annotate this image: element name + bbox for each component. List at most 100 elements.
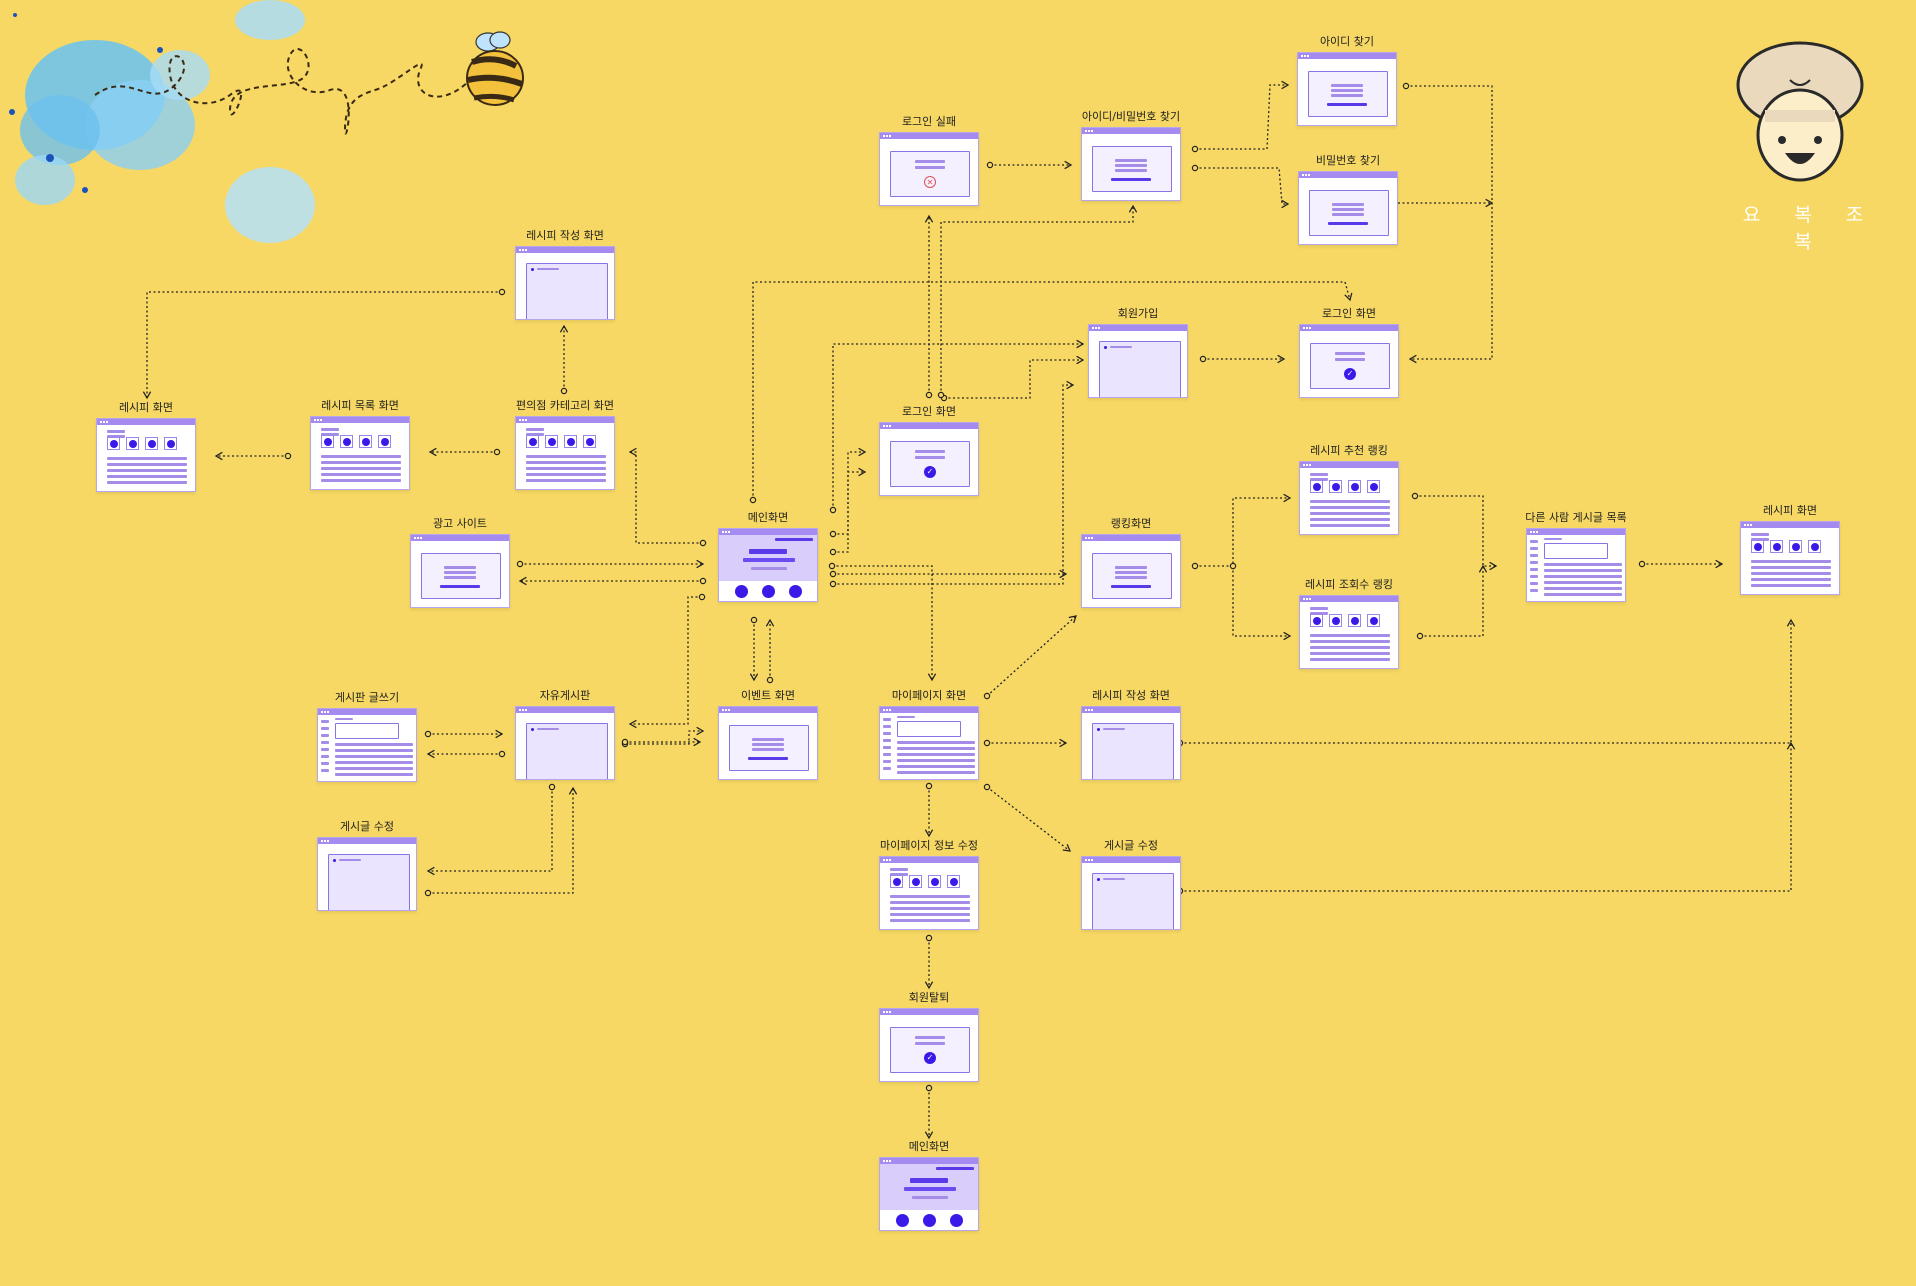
window-titlebar bbox=[880, 133, 978, 139]
header-line bbox=[890, 873, 908, 876]
screen-thumbnail bbox=[1081, 534, 1181, 608]
bullet-icon bbox=[531, 268, 534, 271]
decoration bbox=[9, 0, 524, 243]
text-line bbox=[335, 773, 413, 776]
hero-title bbox=[910, 1178, 948, 1183]
text-line bbox=[1332, 203, 1364, 206]
form-title bbox=[339, 859, 361, 861]
check-icon: ✓ bbox=[1344, 368, 1356, 380]
text-line bbox=[1544, 575, 1622, 578]
node-label: 아이디/비밀번호 찾기 bbox=[1081, 110, 1181, 123]
text-line bbox=[1310, 658, 1390, 661]
text-line bbox=[897, 741, 975, 744]
item-icon bbox=[911, 877, 920, 886]
item-tile bbox=[126, 437, 139, 450]
window-titlebar bbox=[880, 423, 978, 429]
content-panel bbox=[1309, 190, 1389, 236]
header-line bbox=[1310, 478, 1328, 481]
text-line bbox=[897, 765, 975, 768]
node-label: 레시피 추천 랭킹 bbox=[1310, 444, 1388, 457]
node-label: 이벤트 화면 bbox=[740, 689, 796, 702]
connector-start-dot bbox=[829, 580, 837, 588]
text-line bbox=[1331, 94, 1363, 97]
text-line bbox=[1751, 566, 1831, 569]
text-line bbox=[1310, 512, 1390, 515]
text-line bbox=[1310, 634, 1390, 637]
screen-thumbnail bbox=[515, 246, 615, 320]
dialog-panel: ✓ bbox=[1310, 343, 1390, 389]
text-line bbox=[1115, 566, 1147, 569]
text-line bbox=[1544, 581, 1622, 584]
node-ad-site: 광고 사이트 bbox=[410, 517, 510, 608]
node-label: 마이페이지 정보 수정 bbox=[879, 839, 979, 852]
screen-thumbnail bbox=[1299, 595, 1399, 669]
title-line bbox=[1544, 538, 1562, 540]
form-panel bbox=[1092, 723, 1174, 779]
node-withdraw: 회원탈퇴✓ bbox=[879, 991, 979, 1082]
window-titlebar bbox=[880, 1158, 978, 1164]
connector-start-dot bbox=[699, 577, 707, 585]
connector-start-dot bbox=[516, 560, 524, 568]
item-tile bbox=[947, 875, 960, 888]
sidebar-line bbox=[1530, 568, 1538, 571]
item-icon bbox=[1791, 542, 1800, 551]
text-line bbox=[890, 913, 970, 916]
item-icon bbox=[1350, 616, 1359, 625]
item-icon bbox=[342, 437, 351, 446]
item-tile bbox=[359, 435, 372, 448]
item-tile bbox=[545, 435, 558, 448]
item-tile bbox=[1348, 480, 1361, 493]
screen-thumbnail bbox=[1081, 127, 1181, 201]
text-line bbox=[335, 761, 413, 764]
text-line bbox=[444, 566, 476, 569]
connector-arrow bbox=[625, 726, 705, 745]
error-icon: ✕ bbox=[924, 176, 936, 188]
item-tile bbox=[1329, 614, 1342, 627]
connector-start-dot bbox=[560, 387, 568, 395]
window-titlebar bbox=[411, 535, 509, 541]
node-label: 로그인 화면 bbox=[1321, 307, 1377, 320]
node-label: 편의점 카테고리 화면 bbox=[515, 399, 615, 412]
window-titlebar bbox=[1741, 522, 1839, 528]
screen-thumbnail bbox=[1526, 528, 1626, 602]
node-recipe-write-mid: 레시피 작성 화면 bbox=[1081, 689, 1181, 780]
node-label: 마이페이지 화면 bbox=[891, 689, 967, 702]
header-line bbox=[1310, 473, 1328, 476]
node-free-board: 자유게시판 bbox=[515, 689, 615, 780]
node-rec-ranking: 레시피 추천 랭킹 bbox=[1299, 444, 1399, 535]
connector-start-dot bbox=[1416, 632, 1424, 640]
sidebar-line bbox=[1530, 547, 1538, 550]
item-tile bbox=[1751, 540, 1764, 553]
node-label: 메인화면 bbox=[908, 1140, 950, 1153]
bullet-icon bbox=[1097, 728, 1100, 731]
content-panel bbox=[1308, 71, 1388, 117]
connector-start-dot bbox=[983, 739, 991, 747]
text-line bbox=[752, 748, 784, 751]
item-icon bbox=[892, 877, 901, 886]
text-line bbox=[1310, 506, 1390, 509]
text-line bbox=[1544, 563, 1622, 566]
node-recipe-list: 레시피 목록 화면 bbox=[310, 399, 410, 490]
header-line bbox=[890, 868, 908, 871]
title-line bbox=[335, 718, 353, 720]
sidebar-line bbox=[883, 725, 891, 728]
node-view-ranking: 레시피 조회수 랭킹 bbox=[1299, 578, 1399, 669]
form-title bbox=[1103, 878, 1125, 880]
text-line bbox=[107, 469, 187, 472]
highlight-line bbox=[1327, 103, 1367, 106]
connector-start-dot bbox=[548, 783, 556, 791]
connector-start-dot bbox=[983, 783, 991, 791]
text-line bbox=[1115, 576, 1147, 579]
node-label: 레시피 목록 화면 bbox=[321, 399, 399, 412]
text-line bbox=[890, 907, 970, 910]
text-line bbox=[335, 743, 413, 746]
text-line bbox=[1544, 587, 1622, 590]
text-line bbox=[1332, 208, 1364, 211]
hero-subtitle bbox=[743, 558, 795, 562]
text-line bbox=[335, 755, 413, 758]
item-icon bbox=[1753, 542, 1762, 551]
item-icon bbox=[361, 437, 370, 446]
screen-thumbnail bbox=[317, 837, 417, 911]
connector-arrow bbox=[833, 467, 867, 535]
